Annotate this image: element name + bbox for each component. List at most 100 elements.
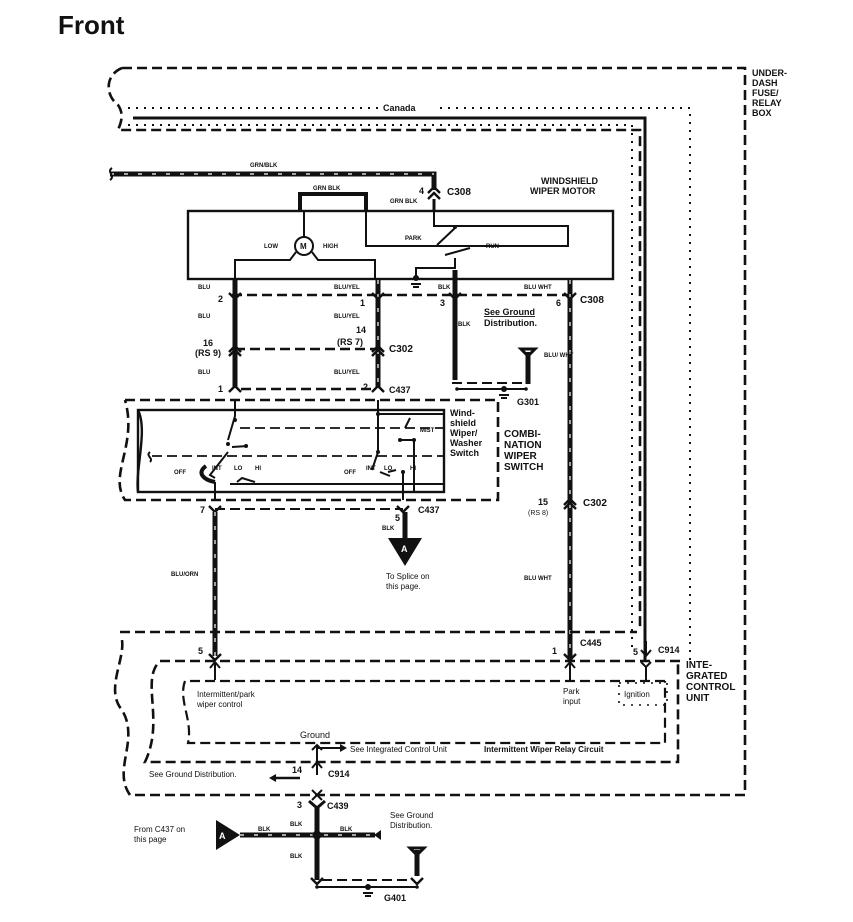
fuse-box-bus-line xyxy=(133,116,647,660)
wire-break-symbol xyxy=(109,167,113,181)
wiper-motor-box xyxy=(186,209,615,281)
icu-label-2: GRATED xyxy=(686,671,727,682)
motor-m-label: M xyxy=(300,242,307,251)
switch-pos-lo: LO xyxy=(234,466,243,472)
wiper-washer-switch-label: Wind- shield Wiper/ Washer Switch xyxy=(450,408,483,458)
underdash-fuse-box-left-curve xyxy=(107,66,642,630)
connector-c308-pin4 xyxy=(427,185,441,200)
switch-pos-off-2: OFF xyxy=(344,470,356,476)
wire-label: BLK xyxy=(258,827,271,833)
pin-label: 16 xyxy=(203,338,213,348)
see-ground-distribution-top[interactable]: See Ground xyxy=(484,307,535,317)
switch-pos-hi: HI xyxy=(255,466,261,472)
wire-label: BLK xyxy=(290,854,303,860)
pin-label: 2 xyxy=(363,382,368,392)
see-ground-distribution-left[interactable]: See Ground Distribution. xyxy=(149,770,237,779)
canada-label: Canada xyxy=(383,103,417,113)
canada-dotted-line-lower xyxy=(128,124,633,650)
svg-text:shield: shield xyxy=(450,418,476,428)
wiper-switch-contacts xyxy=(199,400,444,500)
wiper-motor-label: WINDSHIELD xyxy=(541,176,598,186)
wire-label: BLU/YEL xyxy=(334,285,360,291)
connector-label-c308-lower: C308 xyxy=(580,295,604,306)
svg-text:Wind-: Wind- xyxy=(450,408,475,418)
intermittent-park-label-2: wiper control xyxy=(196,700,243,709)
see-ground-distribution-bottom[interactable]: See Ground xyxy=(390,811,433,820)
ground-label-g301: G301 xyxy=(517,397,539,407)
pin-label: 7 xyxy=(200,505,205,515)
wire-grn-blk-motor xyxy=(298,192,368,212)
connector-label-c437: C437 xyxy=(389,385,411,395)
connector-label-c914-lower: C914 xyxy=(328,769,350,779)
splice-arrow-a[interactable] xyxy=(388,538,422,566)
wire-label: BLU xyxy=(198,285,210,291)
wiper-motor-label-2: WIPER MOTOR xyxy=(530,186,596,196)
relay-circuit-label: Intermittent Wiper Relay Circuit xyxy=(484,745,604,754)
see-icu-link[interactable]: See Integrated Control Unit xyxy=(350,745,448,754)
wire-label: BLU WHT xyxy=(524,285,552,291)
splice-point xyxy=(312,830,322,840)
pin-label: 3 xyxy=(440,298,445,308)
wire-label: GRN BLK xyxy=(313,186,341,192)
from-c437-label-2: this page xyxy=(134,835,167,844)
combination-switch-label: COMBI- NATION WIPER SWITCH xyxy=(504,429,543,473)
svg-text:SWITCH: SWITCH xyxy=(504,462,543,473)
wiper-washer-switch-box xyxy=(136,408,446,494)
motor-high-label: HIGH xyxy=(323,244,338,250)
intermittent-wiper-relay-circuit-outline xyxy=(182,679,667,745)
svg-text:COMBI-: COMBI- xyxy=(504,429,541,440)
pin-label: (RS 9) xyxy=(195,348,221,358)
switch-pos-int-2: INT xyxy=(366,466,376,472)
underdash-fuse-box-label: UNDER- DASH FUSE/ RELAY BOX xyxy=(752,68,787,118)
pin-label: 3 xyxy=(297,800,302,810)
motor-low-label: LOW xyxy=(264,244,278,250)
pin-label: (RS 7) xyxy=(337,337,363,347)
integrated-control-unit-outline xyxy=(142,659,680,764)
ground-label-g401: G401 xyxy=(384,893,406,903)
connector-label-c302-right: C302 xyxy=(583,498,607,509)
page-title: Front xyxy=(58,10,125,40)
wire-label: BLU/ORN xyxy=(171,572,198,578)
to-splice-label: To Splice on xyxy=(386,572,430,581)
wire-label: BLU xyxy=(198,370,210,376)
pin-label: 4 xyxy=(419,186,424,196)
canada-dotted-line xyxy=(128,107,691,660)
intermittent-park-label: Intermittent/park xyxy=(197,690,256,699)
pin-label: 14 xyxy=(292,765,302,775)
pin-label: 2 xyxy=(218,294,223,304)
icu-label-4: UNIT xyxy=(686,693,709,704)
svg-text:UNDER-: UNDER- xyxy=(752,68,787,78)
wire-label: BLU/YEL xyxy=(334,314,360,320)
switch-pos-hi-2: HI xyxy=(410,466,416,472)
svg-text:DASH: DASH xyxy=(752,78,778,88)
from-c437-label: From C437 on xyxy=(134,825,185,834)
switch-pos-lo-2: LO xyxy=(384,466,393,472)
pin-label: (RS 8) xyxy=(528,510,548,517)
svg-text:FUSE/: FUSE/ xyxy=(752,88,779,98)
pin-label: 5 xyxy=(633,647,638,657)
wire-label: GRN BLK xyxy=(390,199,418,205)
motor-park-label: PARK xyxy=(405,236,422,242)
svg-text:RELAY: RELAY xyxy=(752,98,782,108)
svg-text:BOX: BOX xyxy=(752,108,772,118)
wire-label: BLU xyxy=(198,314,210,320)
splice-marker-a-2: A xyxy=(219,831,226,841)
svg-text:Washer: Washer xyxy=(450,438,483,448)
see-ground-distribution-bottom-2: Distribution. xyxy=(390,821,432,830)
switch-pos-mist: MIST xyxy=(420,428,435,434)
connector-label-c308: C308 xyxy=(447,187,471,198)
pin-label: 5 xyxy=(198,646,203,656)
see-ground-distribution-top-2: Distribution. xyxy=(484,318,537,328)
wire-label: BLK xyxy=(340,827,353,833)
wire-label: BLK xyxy=(458,322,471,328)
svg-text:WIPER: WIPER xyxy=(504,451,538,462)
wire-grn-blk-top xyxy=(110,171,437,190)
icu-label-3: CONTROL xyxy=(686,682,735,693)
pin-label: 1 xyxy=(218,384,223,394)
from-c437-arrow-a[interactable] xyxy=(216,820,240,850)
to-splice-label-2: this page. xyxy=(386,582,421,591)
connector-label-c437-lower: C437 xyxy=(418,505,440,515)
wire-label: BLK xyxy=(382,526,395,532)
wire-label: BLU/YEL xyxy=(334,370,360,376)
